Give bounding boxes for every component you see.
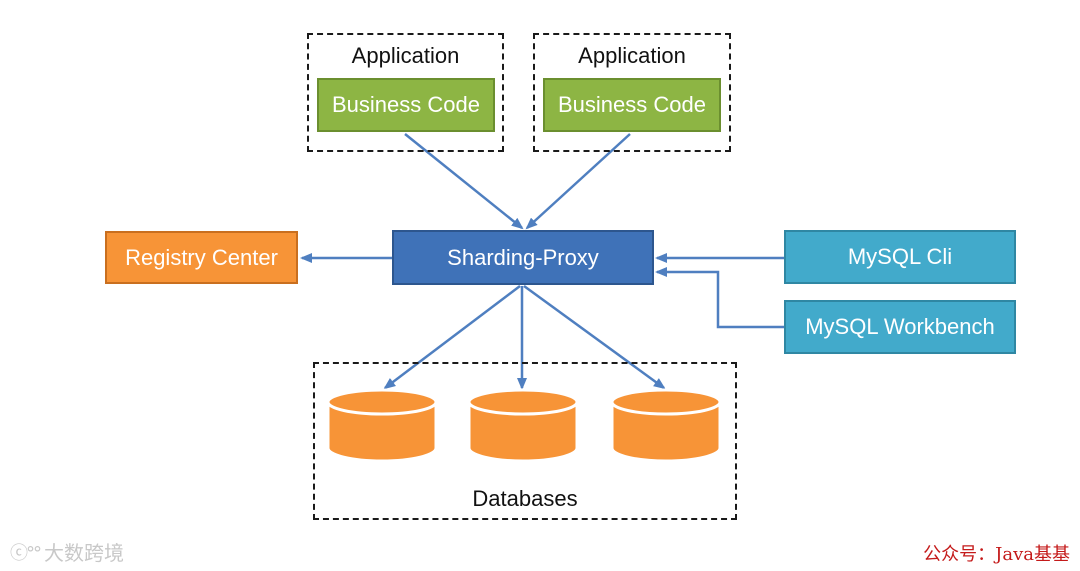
arrow-app1-to-proxy <box>404 133 524 230</box>
application-container-2: Application Business Code <box>533 33 731 152</box>
watermark-right: 公众号：Java基基 <box>923 544 1070 565</box>
arrow-proxy-to-db3 <box>523 284 666 390</box>
application-container-1: Application Business Code <box>307 33 504 152</box>
watermark-left: ⓒ°° 大数跨境 <box>10 537 124 566</box>
business-code-box-1: Business Code <box>317 78 495 132</box>
database-cylinder-2 <box>467 388 579 463</box>
watermark-left-text: 大数跨境 <box>44 541 124 565</box>
mysql-workbench-box: MySQL Workbench <box>784 300 1016 354</box>
sharding-proxy-box: Sharding-Proxy <box>392 230 654 285</box>
arrow-app2-to-proxy <box>525 133 631 230</box>
business-code-box-2: Business Code <box>543 78 721 132</box>
registry-center-box: Registry Center <box>105 231 298 284</box>
arrow-workbench-to-proxy <box>655 267 784 329</box>
database-cylinder-3 <box>610 388 722 463</box>
watermark-logo-icon: ⓒ°° <box>10 542 42 564</box>
application-title-2: Application <box>578 43 686 68</box>
databases-container: Databases <box>313 362 737 520</box>
database-cylinder-1 <box>326 388 438 463</box>
application-title-1: Application <box>351 43 460 68</box>
arrow-proxy-to-db1 <box>383 285 521 390</box>
mysql-cli-box: MySQL Cli <box>784 230 1016 284</box>
databases-label: Databases <box>472 486 578 511</box>
